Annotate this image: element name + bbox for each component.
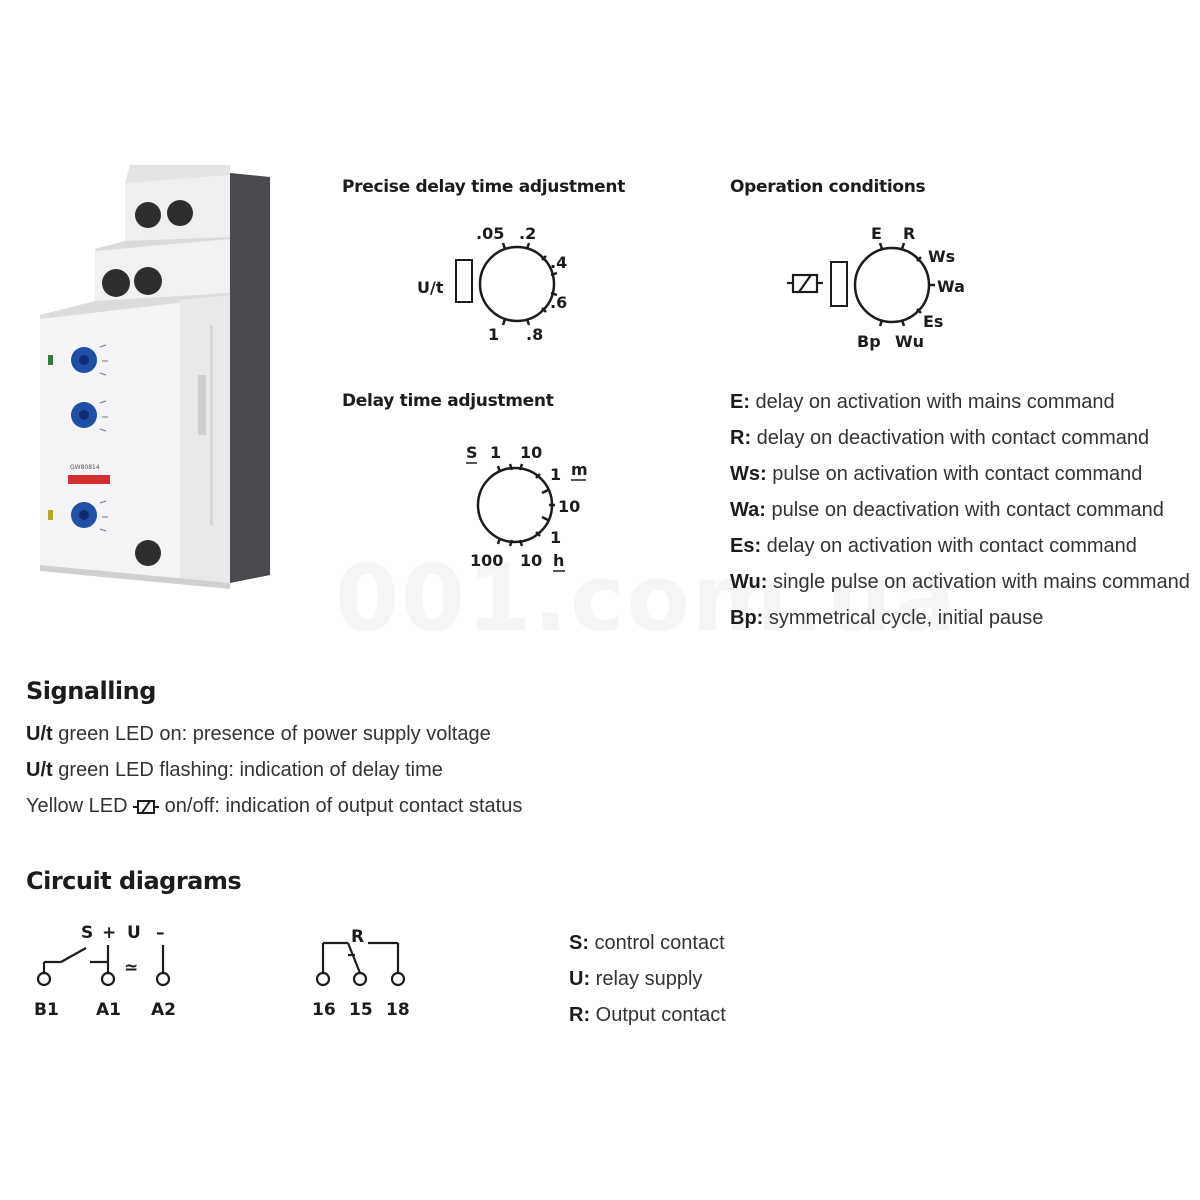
mark-04: .4 xyxy=(550,253,567,272)
delay-time-dial: S 1 10 1 m 10 1 h 10 100 xyxy=(466,443,588,572)
legend-line-es: Es: delay on activation with contact com… xyxy=(730,535,1137,557)
led-window xyxy=(830,261,848,307)
relay-symbol-icon xyxy=(133,799,160,814)
terminal-a1: A1 xyxy=(96,1000,121,1020)
unit-s: S xyxy=(466,443,478,462)
legend-line-wa: Wa: pulse on deactivation with contact c… xyxy=(730,499,1164,521)
mark-02: .2 xyxy=(519,224,536,243)
mark-08: .8 xyxy=(526,325,543,344)
label-minus: – xyxy=(156,923,165,943)
signalling-line-yellow-led: Yellow LED on/off: indication of output … xyxy=(26,795,523,817)
signalling-line-led-flashing: U/t green LED flashing: indication of de… xyxy=(26,759,443,781)
mark-06: .6 xyxy=(550,293,567,312)
dial-circle xyxy=(478,245,556,323)
label-plus: + xyxy=(102,923,116,943)
supply-circuit-diagram: S + U – ≃ B1 A1 A2 xyxy=(34,923,176,1020)
terminal-18: 18 xyxy=(386,1000,410,1020)
circuit-title: Circuit diagrams xyxy=(26,867,242,895)
mark-005: .05 xyxy=(476,224,504,243)
operation-legend: E: delay on activation with mains comman… xyxy=(730,384,1190,636)
terminal-a2: A2 xyxy=(151,1000,176,1020)
signalling-line-led-on: U/t green LED on: presence of power supp… xyxy=(26,723,491,745)
legend-line-ws: Ws: pulse on activation with contact com… xyxy=(730,463,1143,485)
mark-r: R xyxy=(903,224,915,243)
led-window xyxy=(455,259,473,303)
circuit-legend-u: U: relay supply xyxy=(569,968,703,990)
terminal-b1: B1 xyxy=(34,1000,59,1020)
signalling-list: U/t green LED on: presence of power supp… xyxy=(26,716,522,824)
mark-s-10: 10 xyxy=(520,443,542,462)
model-label: GW80814 xyxy=(70,464,100,471)
mark-m-1: 1 xyxy=(550,465,561,484)
unit-m: m xyxy=(571,460,588,479)
terminal-screw xyxy=(135,202,161,228)
delay-time-title: Delay time adjustment xyxy=(342,391,554,411)
dial-circle xyxy=(476,466,554,544)
operation-title: Operation conditions xyxy=(730,177,926,197)
label-s: S xyxy=(81,923,93,943)
signalling-title: Signalling xyxy=(26,677,156,705)
mark-s-1: 1 xyxy=(490,443,501,462)
label-u: U xyxy=(127,923,141,943)
supply-symbol: ≃ xyxy=(124,958,138,978)
terminal-screw xyxy=(167,200,193,226)
mark-e: E xyxy=(871,224,882,243)
unit-h: h xyxy=(553,551,564,570)
terminal-16: 16 xyxy=(312,1000,336,1020)
circuit-legend-s: S: control contact xyxy=(569,932,725,954)
precise-delay-title: Precise delay time adjustment xyxy=(342,177,626,197)
ut-label: U/t xyxy=(417,278,444,297)
terminal-15: 15 xyxy=(349,1000,373,1020)
mark-wu: Wu xyxy=(895,332,924,351)
terminal-screw xyxy=(102,269,130,297)
mark-h-100: 100 xyxy=(470,551,503,570)
mark-1: 1 xyxy=(488,325,499,344)
legend-line-r: R: delay on deactivation with contact co… xyxy=(730,427,1150,449)
relay-symbol-icon xyxy=(787,273,823,294)
terminal-screw xyxy=(135,540,161,566)
mark-wa: Wa xyxy=(937,277,965,296)
relay-circuit-diagram: R 16 15 18 xyxy=(312,927,410,1020)
mark-h-1: 1 xyxy=(550,528,561,547)
brand-badge xyxy=(68,475,110,484)
mark-bp: Bp xyxy=(857,332,881,351)
legend-line-e: E: delay on activation with mains comman… xyxy=(730,391,1115,413)
mark-m-10: 10 xyxy=(558,497,580,516)
label-r: R xyxy=(351,927,364,947)
circuit-legend: S: control contact U: relay supply R: Ou… xyxy=(569,925,726,1033)
legend-line-bp: Bp: symmetrical cycle, initial pause xyxy=(730,607,1044,629)
mark-ws: Ws xyxy=(928,247,955,266)
operation-dial: E R Ws Wa Es Wu Bp xyxy=(787,224,965,351)
circuit-legend-r: R: Output contact xyxy=(569,1004,726,1026)
mark-h-10: 10 xyxy=(520,551,542,570)
precise-delay-dial: U/t .05 .2 .4 .6 .8 1 xyxy=(417,224,567,344)
legend-line-wu: Wu: single pulse on activation with main… xyxy=(730,571,1190,593)
din-rail-timer-photo: GW80814 xyxy=(40,165,270,589)
terminal-screw xyxy=(134,267,162,295)
mark-es: Es xyxy=(923,312,943,331)
